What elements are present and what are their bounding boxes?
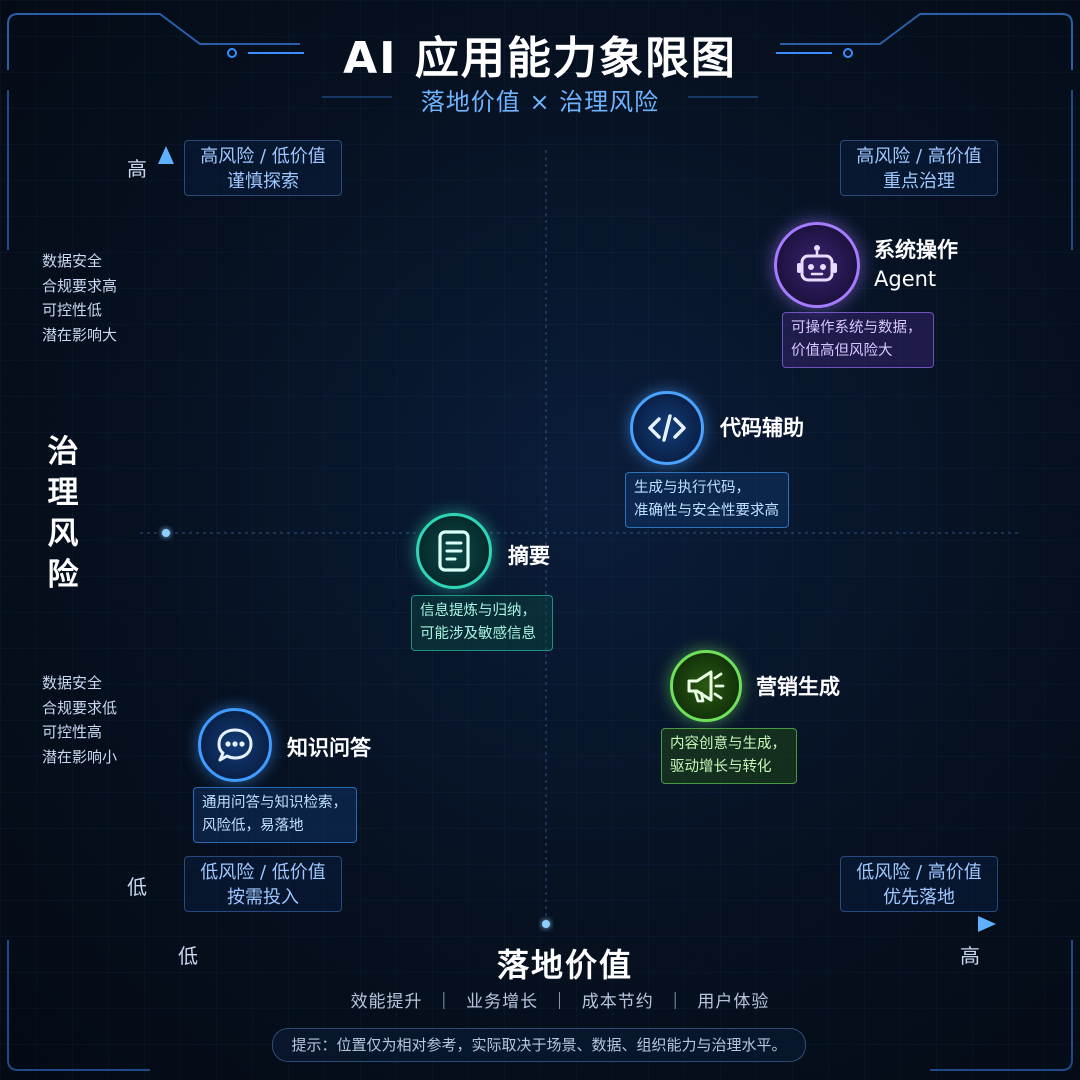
marketing-description: 内容创意与生成， 驱动增长与转化 [661,728,797,784]
agent-label: 系统操作 Agent [874,238,958,291]
summary-description: 信息提炼与归纳， 可能涉及敏感信息 [411,595,553,651]
y-high-description: 数据安全 合规要求高 可控性低 潜在影响大 [42,252,118,344]
x-axis-subtitle: 效能提升 ｜ 业务增长 ｜ 成本节约 ｜ 用户体验 [350,992,770,1012]
chat-icon [217,728,253,762]
quadrant-bottom-left: 低风险 / 低价值 按需投入 [184,856,342,912]
agent-description: 可操作系统与数据， 价值高但风险大 [782,312,934,368]
page-title: AI 应用能力象限图 [343,33,737,84]
quadrant-bottom-right: 低风险 / 高价值 优先落地 [840,856,998,912]
marketing-label: 营销生成 [756,675,840,699]
code-description: 生成与执行代码， 准确性与安全性要求高 [625,472,789,528]
quadrant-top-left: 高风险 / 低价值 谨慎探索 [184,140,342,196]
y-axis-low-tick: 低 [127,875,147,899]
qa-description: 通用问答与知识检索， 风险低，易落地 [193,787,357,843]
footnote: 提示：位置仅为相对参考，实际取决于场景、数据、组织能力与治理水平。 [272,1028,806,1062]
qa-node[interactable] [198,708,272,782]
summary-label: 摘要 [508,544,550,568]
marketing-node[interactable] [670,650,742,722]
robot-icon [797,245,837,282]
quadrant-top-right: 高风险 / 高价值 重点治理 [840,140,998,196]
y-axis-high-tick: 高 [127,157,147,181]
x-axis-low-tick: 低 [178,944,198,968]
qa-label: 知识问答 [287,736,371,760]
code-icon [648,414,686,442]
y-axis-title: 治 理 风 险 [47,434,79,593]
x-axis-high-tick: 高 [960,944,980,968]
agent-node[interactable] [774,222,860,308]
page-subtitle: 落地价值 × 治理风险 [420,88,660,116]
document-icon [438,530,470,572]
x-axis-title: 落地价值 [496,946,633,984]
y-low-description: 数据安全 合规要求低 可控性高 潜在影响小 [42,674,118,766]
summary-node[interactable] [416,513,492,589]
megaphone-icon [687,670,725,703]
code-node[interactable] [630,391,704,465]
code-label: 代码辅助 [720,416,804,440]
